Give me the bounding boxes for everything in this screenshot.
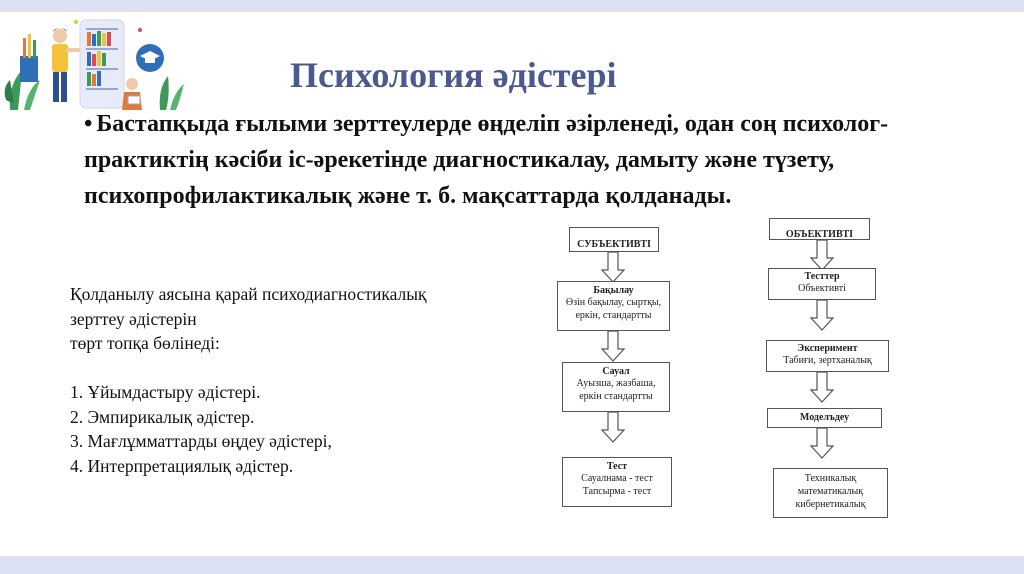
method-groups-text: Қолданылу аясына қарай психодиагностикал… <box>70 282 520 478</box>
list-item: 3. Мағлұмматтарды өңдеу әдістері, <box>70 431 332 451</box>
top-band <box>0 0 1024 12</box>
reader-icon <box>122 78 142 110</box>
list-item: 2. Эмпирикалық әдістер. <box>70 406 255 427</box>
bottom-band <box>0 556 1024 574</box>
books-icon <box>79 19 125 109</box>
arrow-down-icon <box>601 411 625 443</box>
bullet-paragraph: •Бастапқыда ғылыми зерттеулерде өңделіп … <box>84 106 964 214</box>
arrow-down-icon <box>810 239 834 271</box>
list-item: 1. Ұйымдастыру әдістері. <box>70 382 261 402</box>
text-line: төрт топқа бөлінеді: <box>70 333 220 353</box>
arrow-down-icon <box>601 330 625 362</box>
page-title: Психология әдістері <box>290 55 617 95</box>
education-illustration <box>4 19 184 110</box>
bullet-text: Бастапқыда ғылыми зерттеулерде өңделіп ә… <box>84 111 889 209</box>
list-item: 4. Интерпретациялық әдістер. <box>70 455 294 476</box>
survey-box: Сауал Ауызша, жазбаша, еркін стандартты <box>562 362 670 412</box>
graduation-cap-icon <box>136 44 164 72</box>
arrow-down-icon <box>601 251 625 283</box>
plant-icon <box>159 76 184 110</box>
observation-box: Бақылау Өзін бақылау, сыртқы, еркін, ста… <box>557 281 670 331</box>
test-box: Тест Сауалнама - тест Тапсырма - тест <box>562 457 672 507</box>
arrow-down-icon <box>810 299 834 331</box>
bullet-marker: • <box>84 111 93 137</box>
text-line: зерттеу әдістерін <box>70 308 197 329</box>
modeling-box: Моделъдеу <box>767 408 882 428</box>
objective-header: ОБЪЕКТИВТІ <box>769 218 870 240</box>
pencil-cup-icon <box>20 34 38 82</box>
arrow-down-icon <box>810 427 834 459</box>
experiment-box: Эксперимент Табиғи, зертханалық <box>766 340 889 372</box>
person-icon <box>52 28 80 102</box>
subjective-header: СУБЪЕКТИВТІ <box>569 227 659 252</box>
plant-icon <box>4 70 40 110</box>
tests-box: Тесттер Объективті <box>768 268 876 300</box>
modeling-types-box: Техникалық математикалық кибернетикалық <box>773 468 888 518</box>
text-line: Қолданылу аясына қарай психодиагностикал… <box>70 284 427 304</box>
arrow-down-icon <box>810 371 834 403</box>
